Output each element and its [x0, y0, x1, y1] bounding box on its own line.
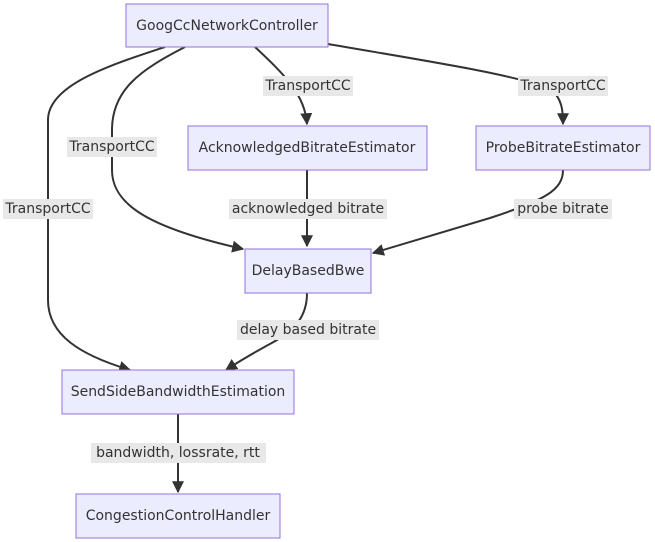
edge-label-goog-send: TransportCC: [3, 199, 93, 219]
node-delay-based-bwe[interactable]: DelayBasedBwe: [244, 248, 372, 294]
edge-goog-to-delay: [111, 46, 245, 253]
edge-label-goog-ack-text: TransportCC: [264, 78, 350, 94]
edge-label-ack-delay-text: acknowledged bitrate: [232, 201, 384, 217]
node-acknowledged-bitrate-estimator[interactable]: AcknowledgedBitrateEstimator: [187, 125, 428, 171]
edge-label-goog-send-text: TransportCC: [4, 201, 90, 217]
node-ack-label: AcknowledgedBitrateEstimator: [199, 140, 416, 156]
node-send-side-bandwidth-estimation[interactable]: SendSideBandwidthEstimation: [61, 369, 295, 415]
edge-label-probe-delay: probe bitrate: [514, 199, 612, 219]
node-probe-label: ProbeBitrateEstimator: [486, 140, 641, 156]
node-delay-label: DelayBasedBwe: [252, 263, 365, 279]
edge-label-goog-probe-text: TransportCC: [519, 78, 605, 94]
edge-label-delay-send: delay based bitrate: [237, 320, 379, 340]
edge-label-goog-probe: TransportCC: [518, 76, 608, 96]
node-cong-label: CongestionControlHandler: [86, 508, 271, 524]
edge-label-probe-delay-text: probe bitrate: [517, 201, 609, 217]
edge-label-goog-delay: TransportCC: [67, 137, 157, 157]
node-goog-cc-network-controller[interactable]: GoogCcNetworkController: [125, 3, 329, 48]
node-congestion-control-handler[interactable]: CongestionControlHandler: [75, 493, 281, 539]
edge-delay-to-send: [225, 292, 308, 371]
node-probe-bitrate-estimator[interactable]: ProbeBitrateEstimator: [475, 125, 651, 171]
node-goog-label: GoogCcNetworkController: [136, 18, 318, 34]
edge-goog-to-send: [47, 46, 166, 373]
node-send-label: SendSideBandwidthEstimation: [71, 384, 286, 400]
edge-probe-to-delay: [371, 169, 564, 256]
edge-label-delay-send-text: delay based bitrate: [240, 322, 376, 338]
edge-label-ack-delay: acknowledged bitrate: [229, 199, 387, 219]
edge-label-goog-ack: TransportCC: [263, 76, 353, 96]
edge-label-send-cong-text: bandwidth, lossrate, rtt: [96, 445, 260, 461]
edge-label-send-cong: bandwidth, lossrate, rtt: [91, 443, 266, 463]
edge-label-goog-delay-text: TransportCC: [68, 139, 154, 155]
